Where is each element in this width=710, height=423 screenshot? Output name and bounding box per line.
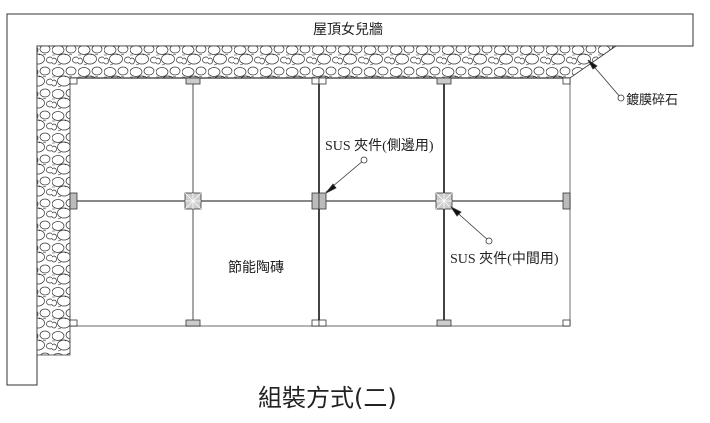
middle-clip-label: SUS 夾件(中間用): [450, 252, 559, 267]
diagram-title: 組裝方式(二): [258, 384, 397, 412]
tile-label: 節能陶磚: [228, 260, 284, 276]
parapet-label: 屋頂女兒牆: [313, 22, 383, 38]
leader-lines: [325, 59, 625, 245]
corner-clips: [69, 77, 571, 327]
middle-clips: [184, 192, 453, 210]
side-clip-label: SUS 夾件(側邊用): [325, 139, 434, 154]
gravel-label: 鍍膜碎石: [626, 93, 679, 108]
